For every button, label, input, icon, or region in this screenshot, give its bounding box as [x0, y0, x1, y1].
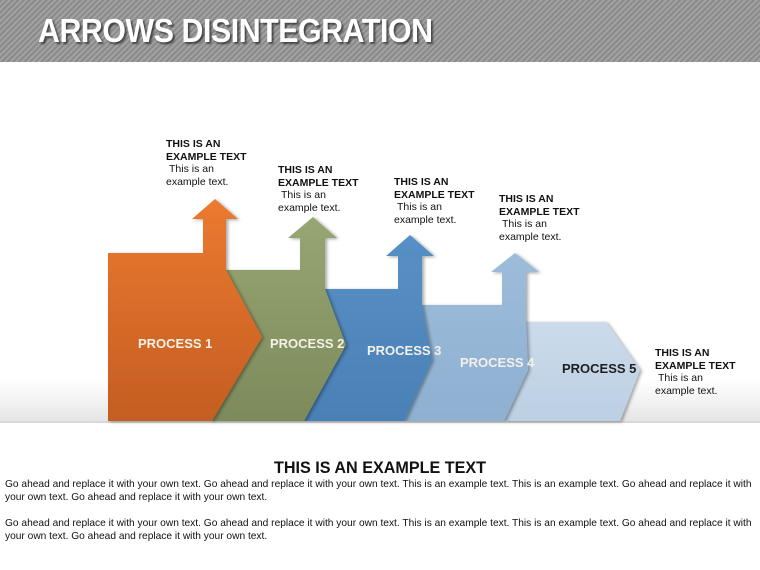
process-3-shape [304, 235, 434, 421]
annotation-2: THIS IS AN EXAMPLE TEXT This is an examp… [278, 164, 359, 214]
annotation-4-body-line1: This is an [502, 218, 547, 230]
annotation-4-body-line2: example text. [499, 230, 562, 243]
annotation-5-body-line1: This is an [658, 372, 703, 384]
annotation-5: THIS IS AN EXAMPLE TEXT This is an examp… [655, 347, 736, 397]
process-1-shape [108, 199, 262, 421]
annotation-3: THIS IS AN EXAMPLE TEXT This is an examp… [394, 176, 475, 226]
process-2-label: PROCESS 2 [270, 336, 345, 351]
annotation-4: THIS IS AN EXAMPLE TEXT This is an examp… [499, 193, 580, 243]
annotation-5-body-line2: example text. [655, 384, 718, 397]
annotation-2-body-line1: This is an [281, 189, 326, 201]
floor-line [0, 421, 760, 423]
section-title: THIS IS AN EXAMPLE TEXT [273, 458, 487, 477]
annotation-1: THIS IS AN EXAMPLE TEXT This is an examp… [166, 138, 247, 188]
annotation-2-title-line2: EXAMPLE TEXT [278, 176, 359, 189]
process-4-shape [404, 253, 539, 421]
process-5-shape [504, 322, 640, 421]
paragraph-1: Go ahead and replace it with your own te… [5, 479, 752, 503]
process-5-label: PROCESS 5 [562, 361, 637, 376]
annotation-3-body-line1: This is an [397, 201, 442, 213]
annotation-3-body-line2: example text. [394, 213, 457, 226]
annotation-1-title-line2: EXAMPLE TEXT [166, 150, 247, 163]
annotation-2-title-line1: THIS IS AN [278, 164, 333, 176]
annotation-5-title-line1: THIS IS AN [655, 347, 710, 359]
annotation-5-title-line2: EXAMPLE TEXT [655, 359, 736, 372]
paragraph-2: Go ahead and replace it with your own te… [5, 518, 752, 542]
annotation-4-title-line1: THIS IS AN [499, 193, 554, 205]
annotation-1-body-line2: example text. [166, 175, 229, 188]
process-2-shape [210, 217, 346, 421]
process-3-label: PROCESS 3 [367, 343, 442, 358]
annotation-1-body-line1: This is an [169, 163, 214, 175]
annotation-1-title-line1: THIS IS AN [166, 138, 221, 150]
annotation-3-title-line2: EXAMPLE TEXT [394, 188, 475, 201]
process-1-label: PROCESS 1 [138, 336, 213, 351]
annotation-3-title-line1: THIS IS AN [394, 176, 449, 188]
process-4-label: PROCESS 4 [460, 355, 535, 370]
annotation-4-title-line2: EXAMPLE TEXT [499, 205, 580, 218]
title-banner: ARROWS DISINTEGRATION [0, 0, 760, 62]
annotation-2-body-line2: example text. [278, 201, 341, 214]
slide-title: ARROWS DISINTEGRATION [38, 12, 433, 49]
